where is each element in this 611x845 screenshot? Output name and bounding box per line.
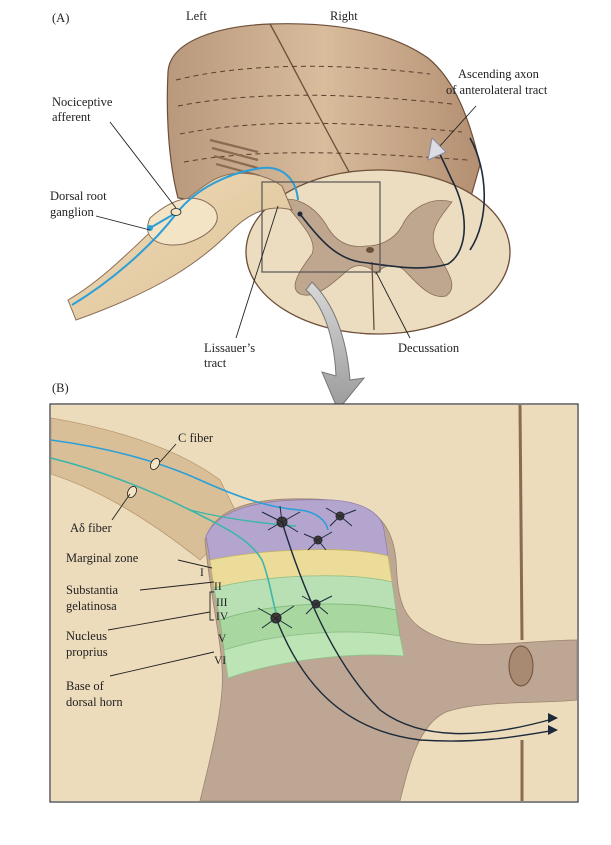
adelta-fiber bbox=[51, 457, 277, 613]
nociceptive-label-line2: afferent bbox=[52, 110, 91, 124]
dorsal-root-ganglion bbox=[147, 197, 218, 246]
nociceptive-afferent-fiber bbox=[71, 166, 299, 306]
nociceptive-label-line1: Nociceptive bbox=[52, 95, 113, 109]
panel-b-label: (B) bbox=[52, 381, 69, 395]
decussation-label: Decussation bbox=[398, 341, 460, 355]
anterolateral-tract-axon bbox=[299, 149, 466, 269]
lissauer-label-line2: tract bbox=[204, 356, 227, 370]
ascending-label-line1: Ascending axon bbox=[458, 67, 540, 81]
substantia-label-line2: gelatinosa bbox=[66, 599, 117, 613]
nucleus-label-line2: proprius bbox=[66, 645, 108, 659]
laminae-bands bbox=[205, 499, 405, 679]
base-label-line2: dorsal horn bbox=[66, 695, 123, 709]
substantia-label-line1: Substantia bbox=[66, 583, 119, 597]
panel-a: (A) Left Right bbox=[50, 9, 548, 411]
drg-label-line2: ganglion bbox=[50, 205, 94, 219]
c-fiber bbox=[51, 439, 329, 531]
drg-label-line1: Dorsal root bbox=[50, 189, 107, 203]
c-fiber-label: C fiber bbox=[178, 431, 214, 445]
lamina-label-IV: IV bbox=[216, 611, 229, 623]
lamina-label-II: II bbox=[214, 581, 222, 593]
base-label-line1: Base of bbox=[66, 679, 105, 693]
dorsal-root bbox=[67, 172, 293, 321]
lamina-label-VI: VI bbox=[214, 655, 226, 667]
lissauer-label-line1: Lissauer’s bbox=[204, 341, 255, 355]
marginal-zone-label: Marginal zone bbox=[66, 551, 139, 565]
panel-b: C fiber Aδ fiber Marginal zone Substanti… bbox=[49, 403, 579, 803]
ganglion-cell-body bbox=[170, 208, 182, 216]
projection-neurons bbox=[257, 505, 357, 629]
lamina-label-V: V bbox=[218, 633, 227, 645]
ascending-arrow-icon bbox=[427, 136, 447, 161]
nucleus-label-line1: Nucleus bbox=[66, 629, 107, 643]
lamina-label-III: III bbox=[216, 597, 228, 609]
left-side-label: Left bbox=[186, 9, 207, 23]
adelta-fiber-label: Aδ fiber bbox=[70, 521, 112, 535]
ascending-label-line2: of anterolateral tract bbox=[446, 83, 548, 97]
zoom-region-box bbox=[261, 181, 381, 273]
right-side-label: Right bbox=[330, 9, 358, 23]
panel-a-label: (A) bbox=[52, 11, 69, 25]
lamina-label-I: I bbox=[200, 567, 204, 579]
